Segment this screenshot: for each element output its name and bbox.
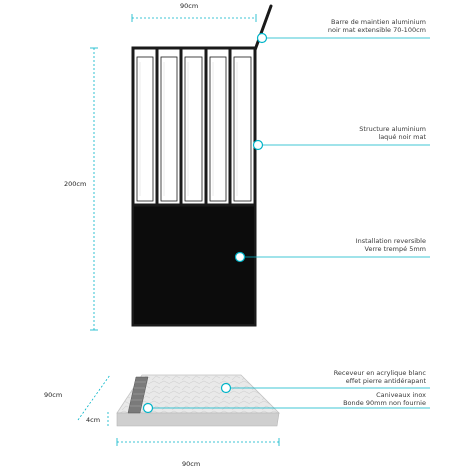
tray-depth-label: 90cm bbox=[44, 391, 63, 399]
shower-panel bbox=[131, 46, 257, 327]
tray-height-label: 4cm bbox=[86, 416, 101, 424]
panel-height-label: 200cm bbox=[64, 180, 87, 188]
tray-width-label: 90cm bbox=[182, 460, 201, 468]
callout-maintenance-bar: Barre de maintien aluminium noir mat ext… bbox=[327, 18, 426, 34]
callout-drain-channel: Caniveaux inox Bonde 90mm non fournie bbox=[343, 391, 426, 407]
callout-reversible-install: Installation reversible Verre trempé 5mm bbox=[355, 237, 426, 253]
callout-acrylic-tray: Receveur en acrylique blanc effet pierre… bbox=[333, 369, 426, 385]
callout-marker-acrylic-tray bbox=[220, 382, 232, 394]
callout-marker-maintenance-bar bbox=[256, 32, 268, 44]
callout-marker-drain-channel bbox=[142, 402, 154, 414]
shower-tray bbox=[116, 374, 280, 427]
lower-panel bbox=[134, 205, 254, 324]
maintenance-bar bbox=[253, 4, 273, 52]
tray-depth-dimension-line bbox=[77, 374, 111, 421]
drain-channel bbox=[127, 376, 149, 414]
callout-frame-structure: Structure aluminium laqué noir mat bbox=[359, 125, 426, 141]
panel-width-label: 90cm bbox=[180, 2, 199, 10]
callout-marker-reversible-install bbox=[234, 251, 246, 263]
callout-marker-frame-structure bbox=[252, 139, 264, 151]
